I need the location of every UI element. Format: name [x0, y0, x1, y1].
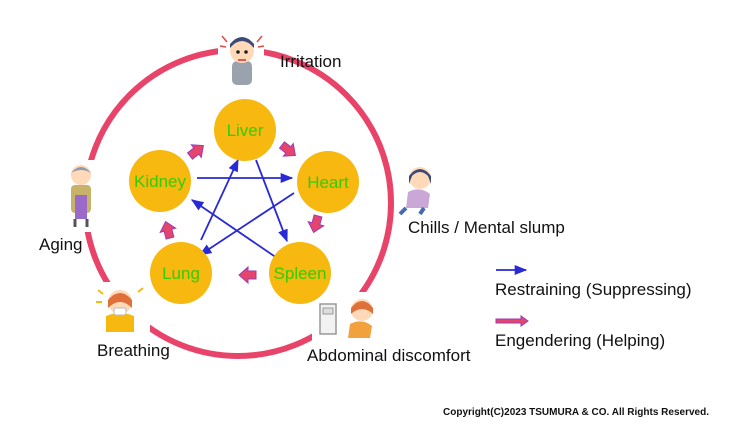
arrow-spleen-to-kidney: [190, 199, 278, 259]
copyright-notice: Copyright(C)2023 TSUMURA & CO. All Right…: [443, 407, 709, 418]
symptom-label-irritation: Irritation: [280, 52, 341, 71]
organ-spleen: Spleen: [269, 242, 331, 304]
arrow-liver-to-spleen: [255, 159, 288, 243]
arrow-spleen-to-lung: [238, 265, 257, 285]
symptom-label-chills: Chills / Mental slump: [408, 218, 565, 237]
organ-label-liver: Liver: [227, 121, 264, 140]
symptom-label-abdominal: Abdominal discomfort: [307, 346, 471, 365]
legend-engendering-label: Engendering (Helping): [495, 331, 665, 350]
organ-liver: Liver: [214, 99, 276, 161]
symptom-label-breathing: Breathing: [97, 341, 170, 360]
organ-label-kidney: Kidney: [134, 172, 186, 191]
arrow-heart-to-spleen: [307, 214, 325, 234]
elderly-person-icon: [71, 165, 91, 227]
organ-heart: Heart: [297, 151, 359, 213]
organ-label-spleen: Spleen: [274, 264, 327, 283]
legend-restraining-label: Restraining (Suppressing): [495, 280, 692, 299]
arrow-kidney-to-liver: [186, 144, 204, 160]
arrow-heart-to-lung: [198, 192, 295, 256]
legend: Restraining (Suppressing) Engendering (H…: [495, 264, 692, 350]
organ-kidney: Kidney: [129, 150, 191, 212]
engendering-arrows: [159, 141, 325, 285]
restraining-arrows: [190, 158, 295, 259]
symptom-label-aging: Aging: [39, 235, 82, 254]
coughing-person-icon: [96, 287, 144, 332]
legend-engendering-arrow: [495, 315, 529, 327]
organ-lung: Lung: [150, 242, 212, 304]
chilled-person-icon: [398, 167, 431, 216]
arrow-lung-to-kidney: [159, 220, 177, 240]
arrow-liver-to-heart: [278, 141, 296, 157]
person-at-toilet-icon: [319, 299, 373, 338]
organ-label-heart: Heart: [307, 173, 349, 192]
irritated-person-icon: [219, 35, 265, 85]
organ-label-lung: Lung: [162, 264, 200, 283]
arrow-lung-to-liver: [200, 158, 239, 241]
